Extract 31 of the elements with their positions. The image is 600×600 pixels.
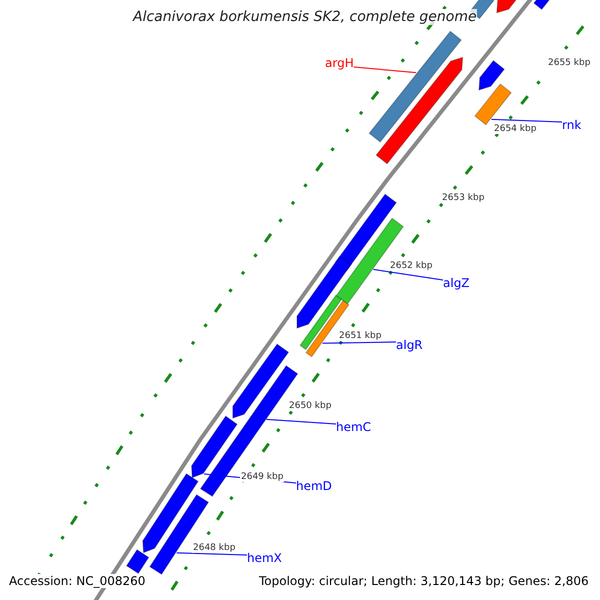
gene-feature: [474, 83, 512, 126]
scale-label: 2651 kbp: [338, 331, 382, 341]
gene-label: hemC: [336, 420, 372, 434]
scale-label: 2654 kbp: [493, 124, 538, 134]
scale-label: 2650 kbp: [288, 401, 332, 411]
scale-label: 2653 kbp: [441, 193, 486, 203]
leader-line: [353, 66, 417, 74]
gene-feature: [376, 56, 464, 164]
gene-label: argH: [325, 56, 354, 70]
gene-feature: [478, 60, 505, 91]
gene-label: algR: [396, 338, 423, 352]
gene-feature: [533, 0, 550, 10]
leader-line: [176, 552, 248, 556]
scale-label: 2655 kbp: [547, 58, 592, 68]
leader-line: [490, 118, 562, 122]
genome-info: Topology: circular; Length: 3,120,143 bp; Genes: 2,806: [258, 574, 590, 588]
leader-line: [372, 268, 444, 280]
scale-label: 2649 kbp: [240, 472, 284, 482]
genome-info: Accession: NC_008260: [8, 574, 146, 588]
gene-label: hemX: [247, 551, 282, 565]
gene-feature: [232, 343, 290, 419]
gene-feature: [368, 30, 462, 143]
gene-label: hemD: [296, 479, 332, 493]
leader-line: [266, 418, 336, 424]
title: Alcanivorax borkumensis SK2, complete genome: [133, 9, 477, 25]
scale-label: 2648 kbp: [192, 543, 236, 553]
gene-feature: [296, 255, 352, 329]
scale-label: 2652 kbp: [389, 261, 434, 271]
gene-label: algZ: [443, 276, 470, 290]
gene-feature: [191, 415, 238, 478]
gene-label: rnk: [562, 118, 582, 132]
